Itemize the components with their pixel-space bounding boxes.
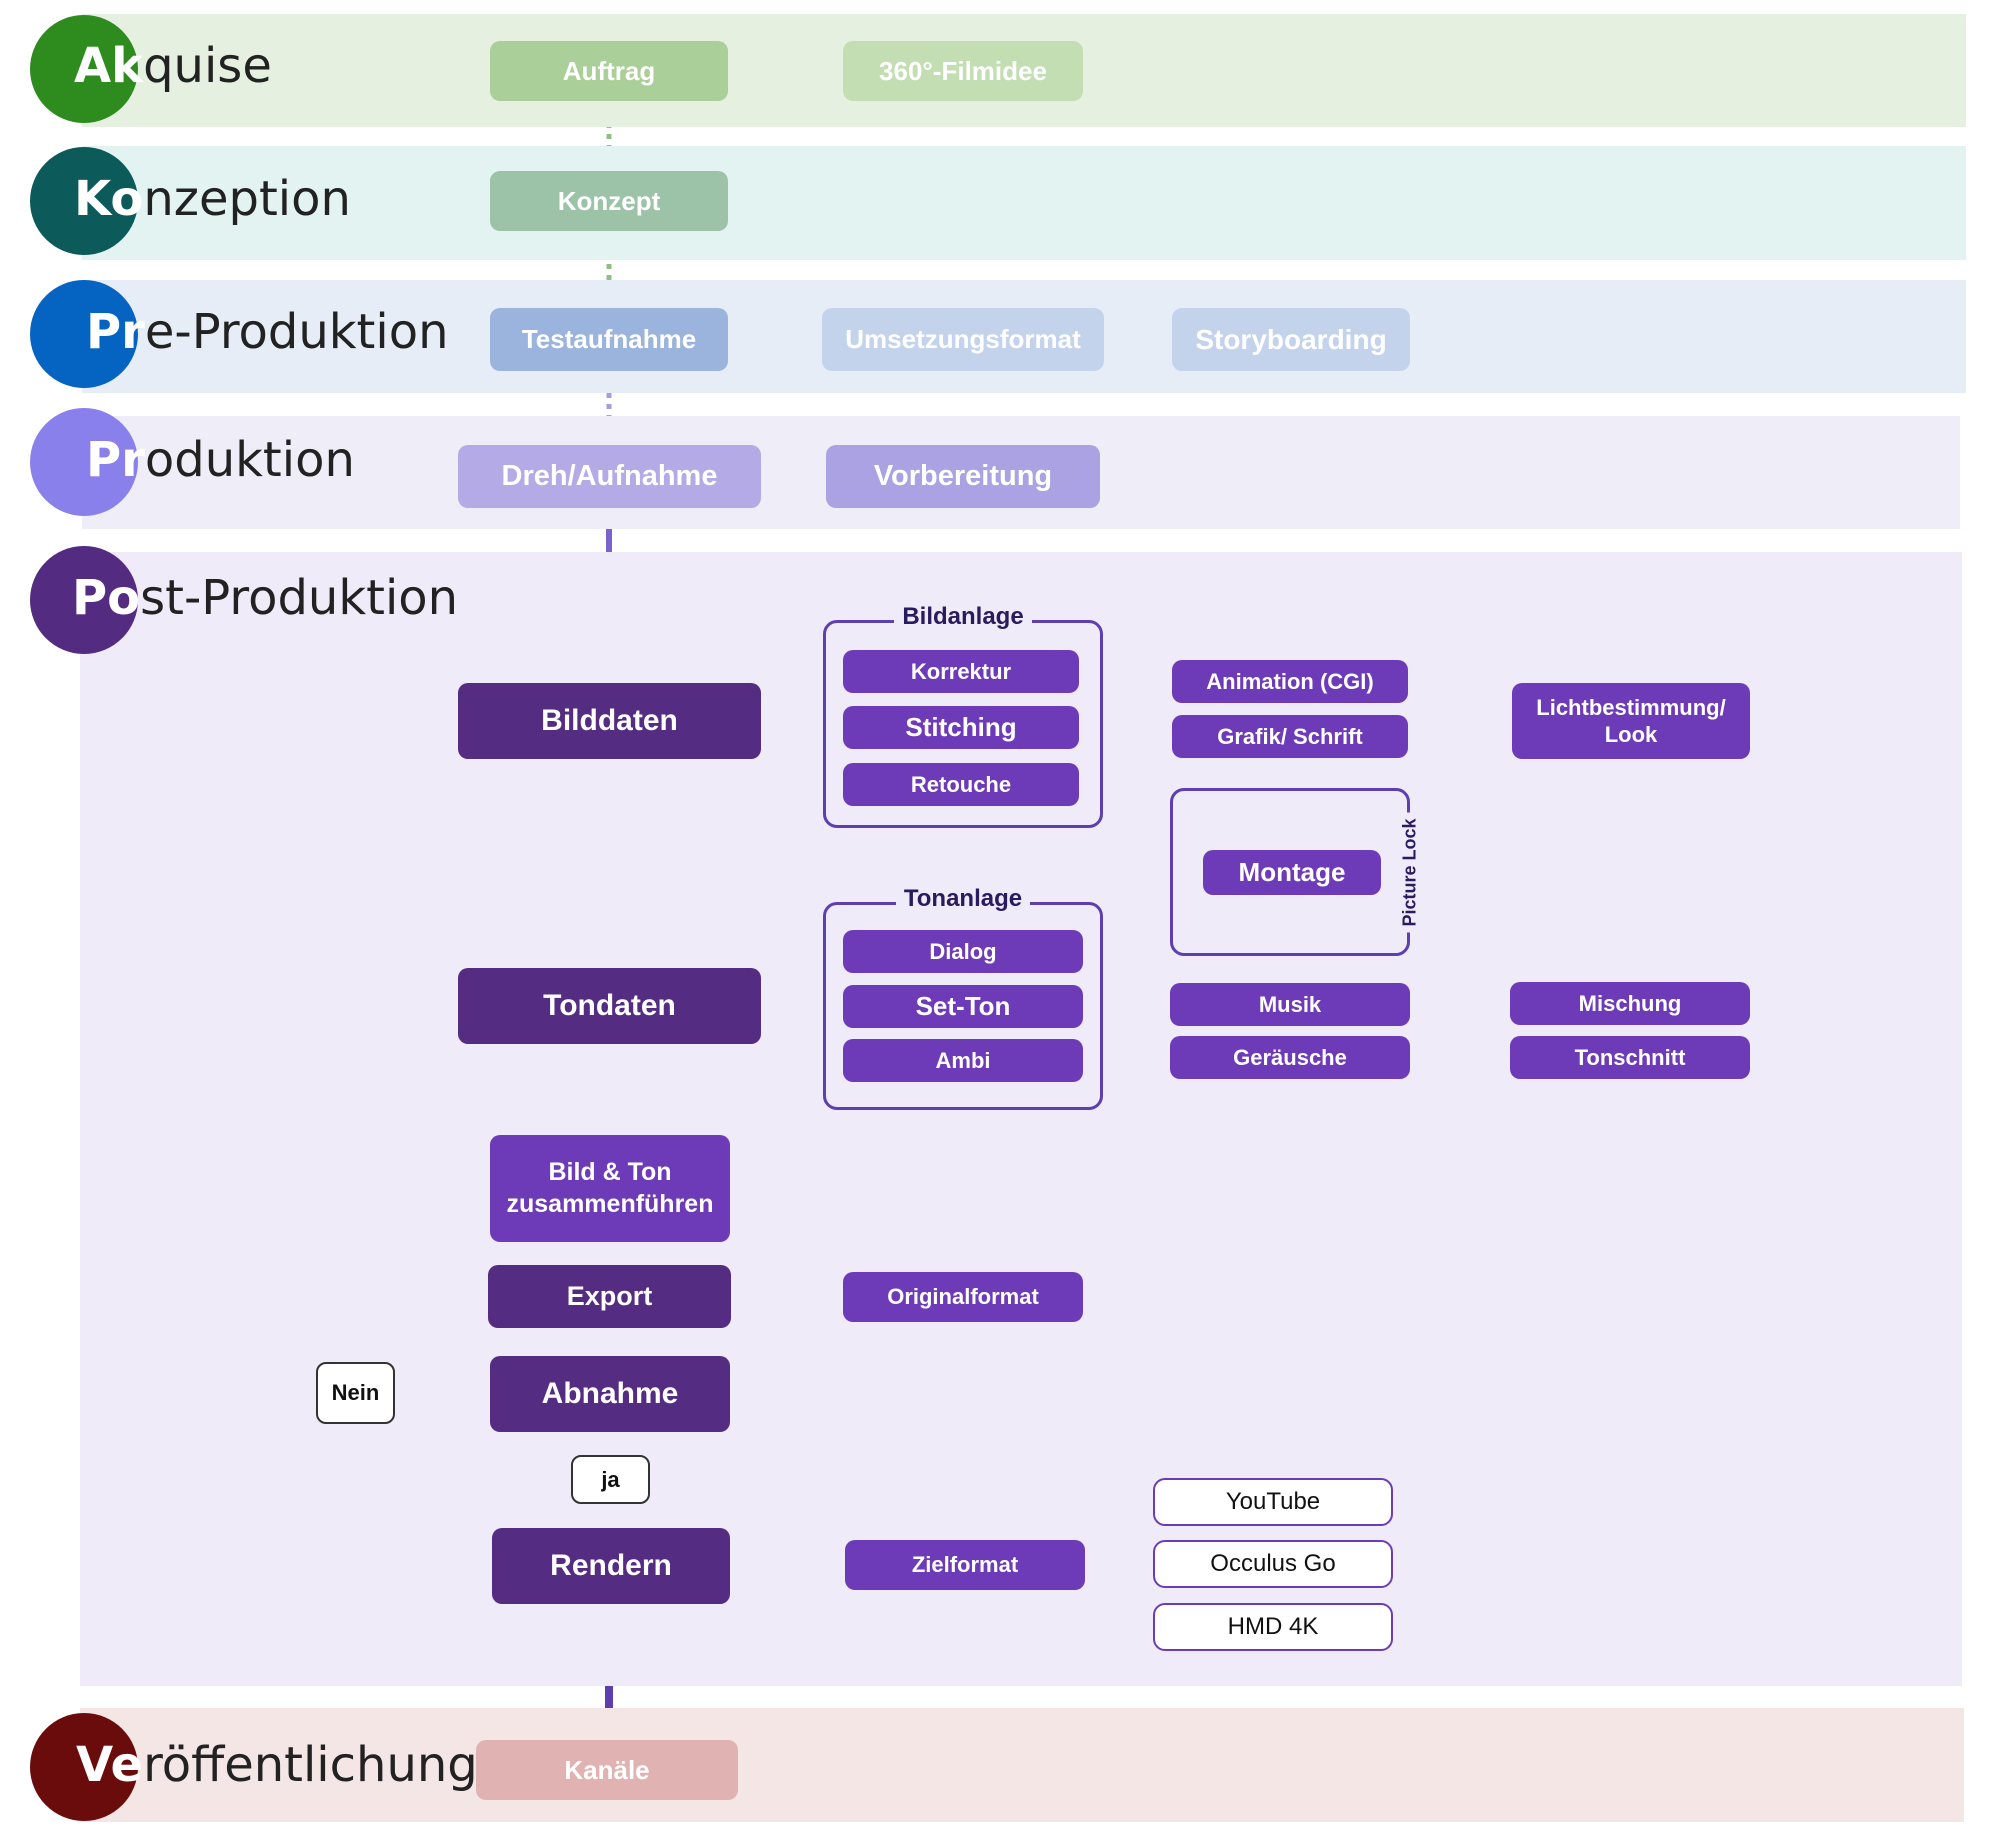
- node-umsetzungsformat: Umsetzungsformat: [822, 308, 1104, 371]
- phase-title-postproduktion: Post-Produktion: [72, 568, 458, 628]
- tonanlage-title: Tonanlage: [895, 885, 1031, 912]
- node-filmidee: 360°-Filmidee: [843, 41, 1083, 101]
- target-hmd-4k: HMD 4K: [1153, 1603, 1393, 1651]
- group-title: Tonanlage: [826, 885, 1100, 913]
- phase-title-produktion: Produktion: [86, 430, 355, 490]
- node-korrektur: Korrektur: [843, 650, 1079, 693]
- node-originalformat: Originalformat: [843, 1272, 1083, 1322]
- band-konzeption: [82, 146, 1966, 260]
- phase-initials: Ve: [76, 1737, 144, 1793]
- node-mischung: Mischung: [1510, 982, 1750, 1025]
- band-veroeffentlichung: [80, 1708, 1964, 1822]
- target-occulus-go: Occulus Go: [1153, 1540, 1393, 1588]
- node-zielformat: Zielformat: [845, 1540, 1085, 1590]
- node-bilddaten: Bilddaten: [458, 683, 761, 759]
- phase-rest: nzeption: [143, 171, 351, 227]
- node-set-ton: Set-Ton: [843, 985, 1083, 1028]
- node-auftrag: Auftrag: [490, 41, 728, 101]
- node-lichtbestimmung-look: Lichtbestimmung/ Look: [1512, 683, 1750, 759]
- node-bild-ton-zusammenfuehren: Bild & Ton zusammenführen: [490, 1135, 730, 1242]
- group-title: Bildanlage: [826, 603, 1100, 631]
- phase-title-veroeffentlichung: Veröffentlichung: [76, 1735, 478, 1795]
- phase-rest: e-Produktion: [144, 304, 449, 360]
- phase-circle-akquise: [30, 15, 138, 123]
- target-youtube: YouTube: [1153, 1478, 1393, 1526]
- node-animation-cgi: Animation (CGI): [1172, 660, 1408, 703]
- phase-initials: Ak: [74, 38, 144, 94]
- node-kanaele: Kanäle: [476, 1740, 738, 1800]
- phase-circle-veroeffentlichung: [30, 1713, 138, 1821]
- phase-initials: Pr: [86, 432, 145, 488]
- phase-circle-produktion: [30, 408, 138, 516]
- phase-initials: Po: [72, 570, 141, 626]
- phase-circle-postproduktion: [30, 546, 138, 654]
- node-ambi: Ambi: [843, 1039, 1083, 1082]
- node-dialog: Dialog: [843, 930, 1083, 973]
- node-grafik-schrift: Grafik/ Schrift: [1172, 715, 1408, 758]
- node-storyboarding: Storyboarding: [1172, 308, 1410, 371]
- group-tonanlage: Tonanlage: [823, 885, 1103, 1110]
- phase-rest: oduktion: [144, 432, 355, 488]
- phase-rest: st-Produktion: [140, 570, 459, 626]
- phase-initials: Ko: [74, 171, 144, 227]
- decision-nein: Nein: [316, 1362, 395, 1424]
- node-abnahme: Abnahme: [490, 1356, 730, 1432]
- phase-rest: quise: [143, 38, 272, 94]
- node-musik: Musik: [1170, 983, 1410, 1026]
- node-export: Export: [488, 1265, 731, 1328]
- node-konzept: Konzept: [490, 171, 728, 231]
- node-rendern: Rendern: [492, 1528, 730, 1604]
- phase-title-konzeption: Konzeption: [74, 169, 351, 229]
- group-bildanlage: Bildanlage: [823, 603, 1103, 828]
- bildanlage-title: Bildanlage: [894, 603, 1032, 630]
- phase-title-preproduktion: Pre-Produktion: [86, 302, 449, 362]
- phase-title-akquise: Akquise: [74, 36, 272, 96]
- node-testaufnahme: Testaufnahme: [490, 308, 728, 371]
- decision-ja: ja: [571, 1455, 650, 1504]
- phase-circle-konzeption: [30, 147, 138, 255]
- label-picture-lock: Picture Lock: [1399, 812, 1421, 933]
- node-dreh-aufnahme: Dreh/Aufnahme: [458, 445, 761, 508]
- phase-circle-preproduktion: [30, 280, 138, 388]
- phase-rest: röffentlichung: [143, 1737, 478, 1793]
- node-retouche: Retouche: [843, 763, 1079, 806]
- node-geraeusche: Geräusche: [1170, 1036, 1410, 1079]
- node-tondaten: Tondaten: [458, 968, 761, 1044]
- node-tonschnitt: Tonschnitt: [1510, 1036, 1750, 1079]
- node-stitching: Stitching: [843, 706, 1079, 749]
- node-vorbereitung: Vorbereitung: [826, 445, 1100, 508]
- phase-initials: Pr: [86, 304, 145, 360]
- node-montage: Montage: [1203, 850, 1381, 895]
